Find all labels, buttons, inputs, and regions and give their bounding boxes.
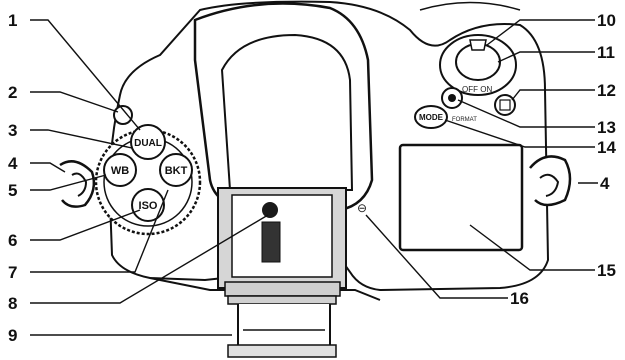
shutter-release-button[interactable] <box>470 40 486 50</box>
wb-button[interactable]: WB <box>104 154 136 186</box>
callout-1: 1 <box>8 11 17 30</box>
svg-text:BKT: BKT <box>165 165 188 177</box>
strap-eyelet-right <box>530 156 570 205</box>
exposure-compensation-button[interactable] <box>495 95 515 115</box>
mode-button[interactable]: MODE FORMAT <box>415 106 477 128</box>
svg-text:DUAL: DUAL <box>134 138 162 149</box>
strap-eyelet-left <box>60 161 94 206</box>
callout-7: 7 <box>8 263 17 282</box>
callout-16: 16 <box>510 289 529 308</box>
callout-9: 9 <box>8 326 17 345</box>
svg-text:ISO: ISO <box>139 200 158 212</box>
focal-plane-mark: ⊖ <box>357 201 367 215</box>
svg-text:WB: WB <box>111 165 129 177</box>
callout-15: 15 <box>597 261 616 280</box>
accessory-shoe <box>218 188 346 296</box>
svg-text:MODE: MODE <box>419 113 444 122</box>
callout-12: 12 <box>597 81 616 100</box>
svg-text:OFF ON: OFF ON <box>462 85 492 94</box>
callout-5: 5 <box>8 181 17 200</box>
callout-14: 14 <box>597 138 616 157</box>
callout-11: 11 <box>597 43 615 62</box>
svg-text:FORMAT: FORMAT <box>452 117 477 123</box>
bkt-button[interactable]: BKT <box>160 154 192 186</box>
svg-text:⊖: ⊖ <box>357 201 367 215</box>
callout-4: 4 <box>8 154 18 173</box>
callout-8: 8 <box>8 294 17 313</box>
callout-4-right: 4 <box>600 174 610 193</box>
movie-record-button[interactable] <box>442 88 462 108</box>
callout-13: 13 <box>597 118 616 137</box>
callout-3: 3 <box>8 121 17 140</box>
control-panel-lcd <box>400 145 522 250</box>
callout-10: 10 <box>597 11 616 30</box>
dual-button[interactable]: DUAL <box>131 125 165 159</box>
callout-2: 2 <box>8 83 17 102</box>
iso-button[interactable]: ISO <box>132 189 164 221</box>
callout-6: 6 <box>8 231 17 250</box>
shoe-cover-accessory <box>228 296 336 357</box>
